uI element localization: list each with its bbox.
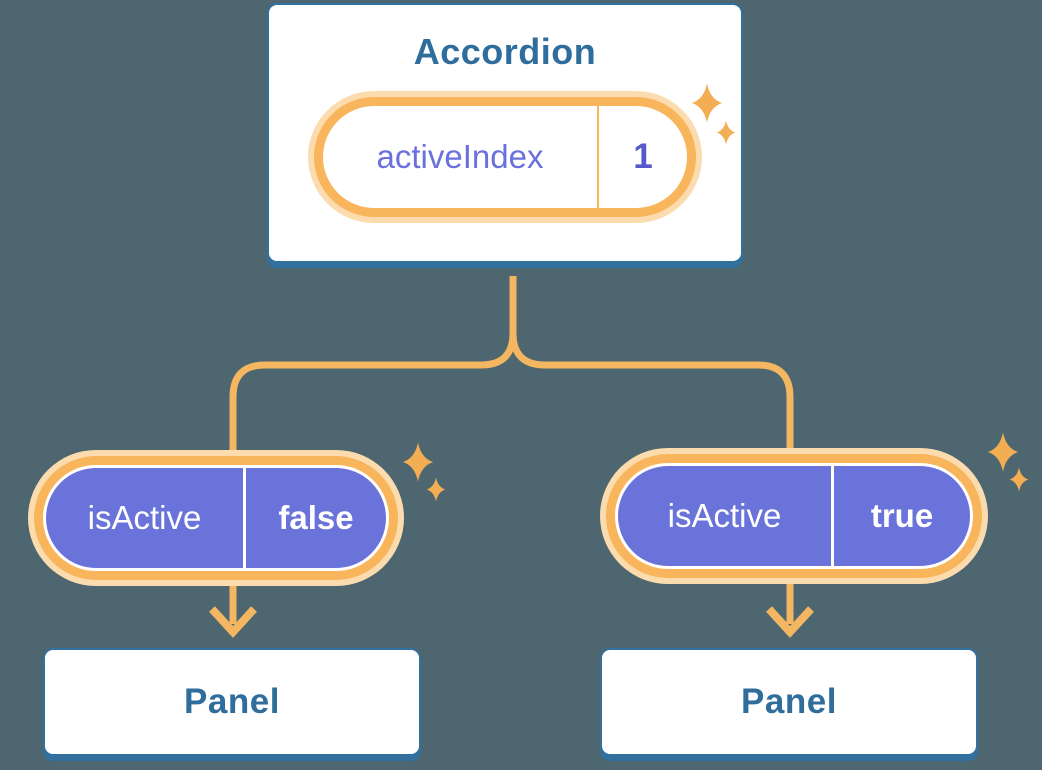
panel-card-left: Panel [43,648,421,756]
state-value: 1 [633,137,653,176]
accordion-title: Accordion [413,31,597,72]
prop-pill-divider [243,468,246,568]
prop-pill-isactive-false: isActive false [28,450,404,586]
arrow-left-head [209,606,257,638]
accordion-card: Accordion activeIndex 1 [267,3,743,263]
prop-pill-body: isActive true [618,466,970,566]
prop-pill-inner-border: isActive false [43,465,389,571]
sparkle-icon [1009,467,1029,492]
prop-pill-ring: isActive true [606,454,982,578]
prop-name: isActive [87,499,202,536]
state-name: activeIndex [376,138,544,175]
wire-left-branch [229,276,517,470]
sparkle-icon [987,432,1019,472]
sparkle-icon [691,83,723,123]
panel-title: Panel [184,682,280,721]
prop-name: isActive [667,497,782,534]
sparkle-icon [426,477,446,502]
prop-pill-isactive-true: isActive true [600,448,988,584]
sparkle-icon [402,442,434,482]
state-pill: activeIndex 1 [308,91,702,223]
panel-card-right: Panel [600,648,978,756]
wire-right-branch [509,276,794,470]
state-pill-ring: activeIndex 1 [314,97,696,217]
prop-pill-ring: isActive false [34,456,398,580]
prop-value: true [870,497,934,534]
prop-value: false [278,499,354,536]
prop-pill-inner-border: isActive true [615,463,973,569]
prop-pill-body: isActive false [46,468,386,568]
prop-pill-divider [831,466,834,566]
arrow-right-head [766,606,814,638]
sparkle-icon [716,120,736,145]
state-pill-divider [597,106,599,208]
panel-title: Panel [741,682,837,721]
